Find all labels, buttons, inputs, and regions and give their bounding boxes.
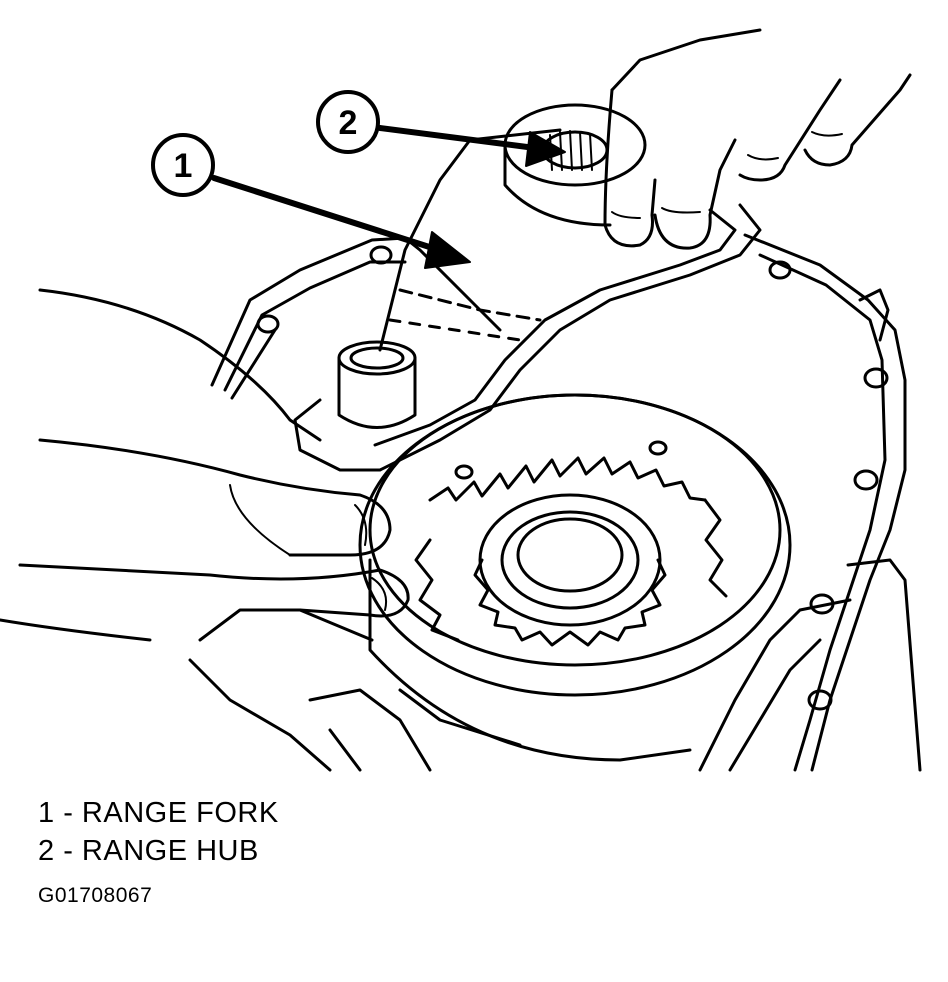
callout-2-leader-arrow (377, 125, 538, 151)
figure-id: G01708067 (38, 884, 153, 907)
legend-separator: - (54, 797, 82, 829)
housing-bolt-holes (256, 245, 889, 711)
legend-number: 1 (38, 797, 55, 829)
legend-number: 2 (38, 835, 55, 867)
legend-separator: - (54, 835, 82, 867)
legend-item: 1 - RANGE FORK (38, 794, 279, 832)
callout-1: 1 (151, 133, 471, 269)
legend-item: 2 - RANGE HUB (38, 832, 279, 870)
callout-1-leader-arrow (211, 175, 448, 255)
hand-left (0, 288, 410, 642)
transfer-case-illustration: 1 2 (0, 28, 922, 772)
legend-label: RANGE HUB (81, 835, 259, 867)
range-fork-pin (337, 340, 417, 429)
callout-2-number: 2 (339, 104, 358, 142)
range-sleeve-gear (358, 393, 792, 762)
planetary-gear (473, 493, 667, 647)
callout-1-number: 1 (174, 147, 193, 185)
transfer-case-housing (188, 233, 922, 772)
fingers-top (603, 28, 912, 250)
range-fork (293, 128, 762, 472)
legend: 1 - RANGE FORK 2 - RANGE HUB (38, 794, 279, 870)
callout-2: 2 (316, 90, 566, 167)
legend-label: RANGE FORK (81, 797, 279, 829)
